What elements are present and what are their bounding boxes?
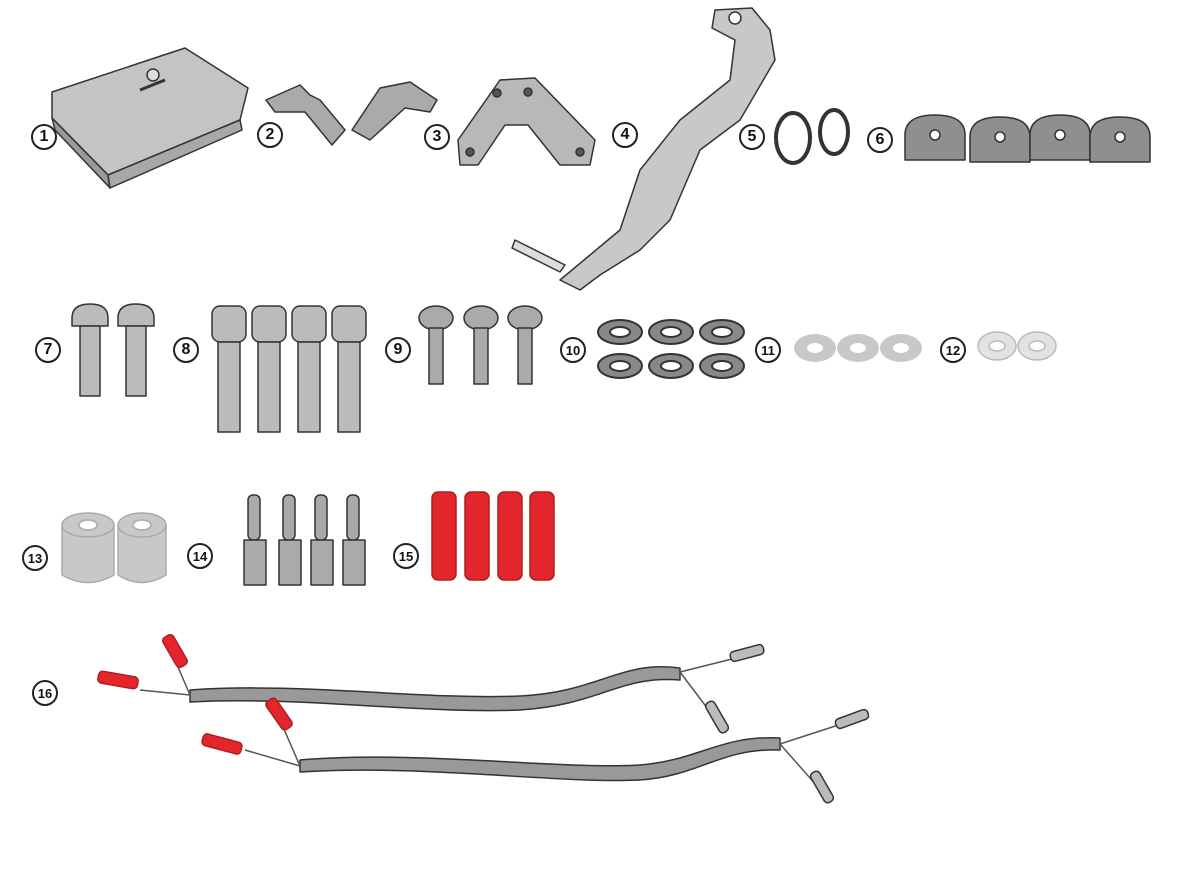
part-number-label: 1 [31,124,57,150]
part-number-label: 16 [32,680,58,706]
part-number-label: 6 [867,127,893,153]
part-number-label: 8 [173,337,199,363]
part-number-label: 7 [35,337,61,363]
part-9-flanged-bolts [418,305,543,385]
part-16-wiring-harness [97,633,870,804]
part-number-label: 9 [385,337,411,363]
part-number-label: 14 [187,543,213,569]
part-number-label: 3 [424,124,450,150]
part-number-label: 13 [22,545,48,571]
part-11-flat-washers [794,334,922,362]
part-6-rubber-pads [904,114,1151,163]
part-3-plate [457,77,596,166]
part-5-o-rings [774,108,850,165]
part-number-label: 11 [755,337,781,363]
part-number-label: 12 [940,337,966,363]
part-4-long-bracket [511,7,776,291]
part-8-socket-bolts [211,305,367,433]
part-number-label: 4 [612,122,638,148]
part-1-base-plate [51,47,249,189]
part-2-brackets [265,81,438,146]
part-number-label: 10 [560,337,586,363]
part-number-label: 2 [257,122,283,148]
part-14-bullet-connectors [243,494,366,586]
part-10-spring-washers [597,319,745,379]
part-15-red-connectors [431,491,555,581]
part-13-spacers [61,512,167,584]
part-7-bolts [71,303,155,397]
part-12-nylon-washers [977,331,1057,361]
part-number-label: 15 [393,543,419,569]
part-number-label: 5 [739,124,765,150]
